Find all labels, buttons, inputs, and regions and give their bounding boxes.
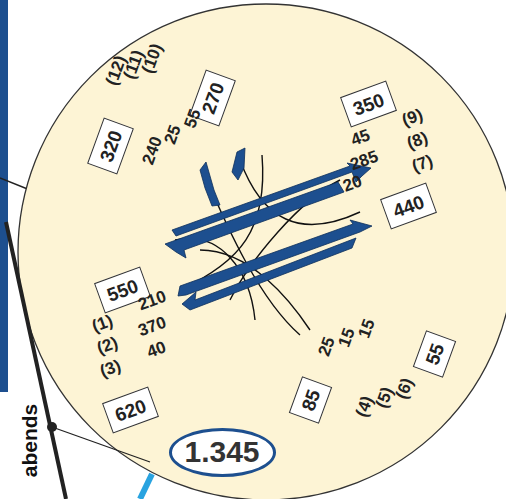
volume-value: 85 (297, 387, 322, 413)
road-line (140, 474, 152, 499)
total-volume-oval: 1.345 (169, 428, 276, 477)
volume-value: 440 (390, 192, 426, 221)
volume-value: 620 (112, 396, 148, 425)
volume-value: 55 (421, 341, 446, 367)
volume-value: 550 (104, 276, 140, 305)
map-label: abends (20, 403, 41, 477)
ramp-lines (175, 155, 360, 335)
road-line (0, 178, 30, 190)
volume-value: 270 (198, 80, 227, 116)
location-dot (47, 422, 57, 432)
volume-value: 350 (350, 90, 386, 119)
volume-value: 320 (96, 128, 125, 164)
volume-value: 1.345 (184, 437, 259, 467)
leader-line (52, 427, 150, 462)
map-edge-bar (0, 0, 8, 392)
interchange-circle (18, 4, 506, 499)
road-line (6, 222, 66, 499)
road-bands (165, 148, 372, 310)
